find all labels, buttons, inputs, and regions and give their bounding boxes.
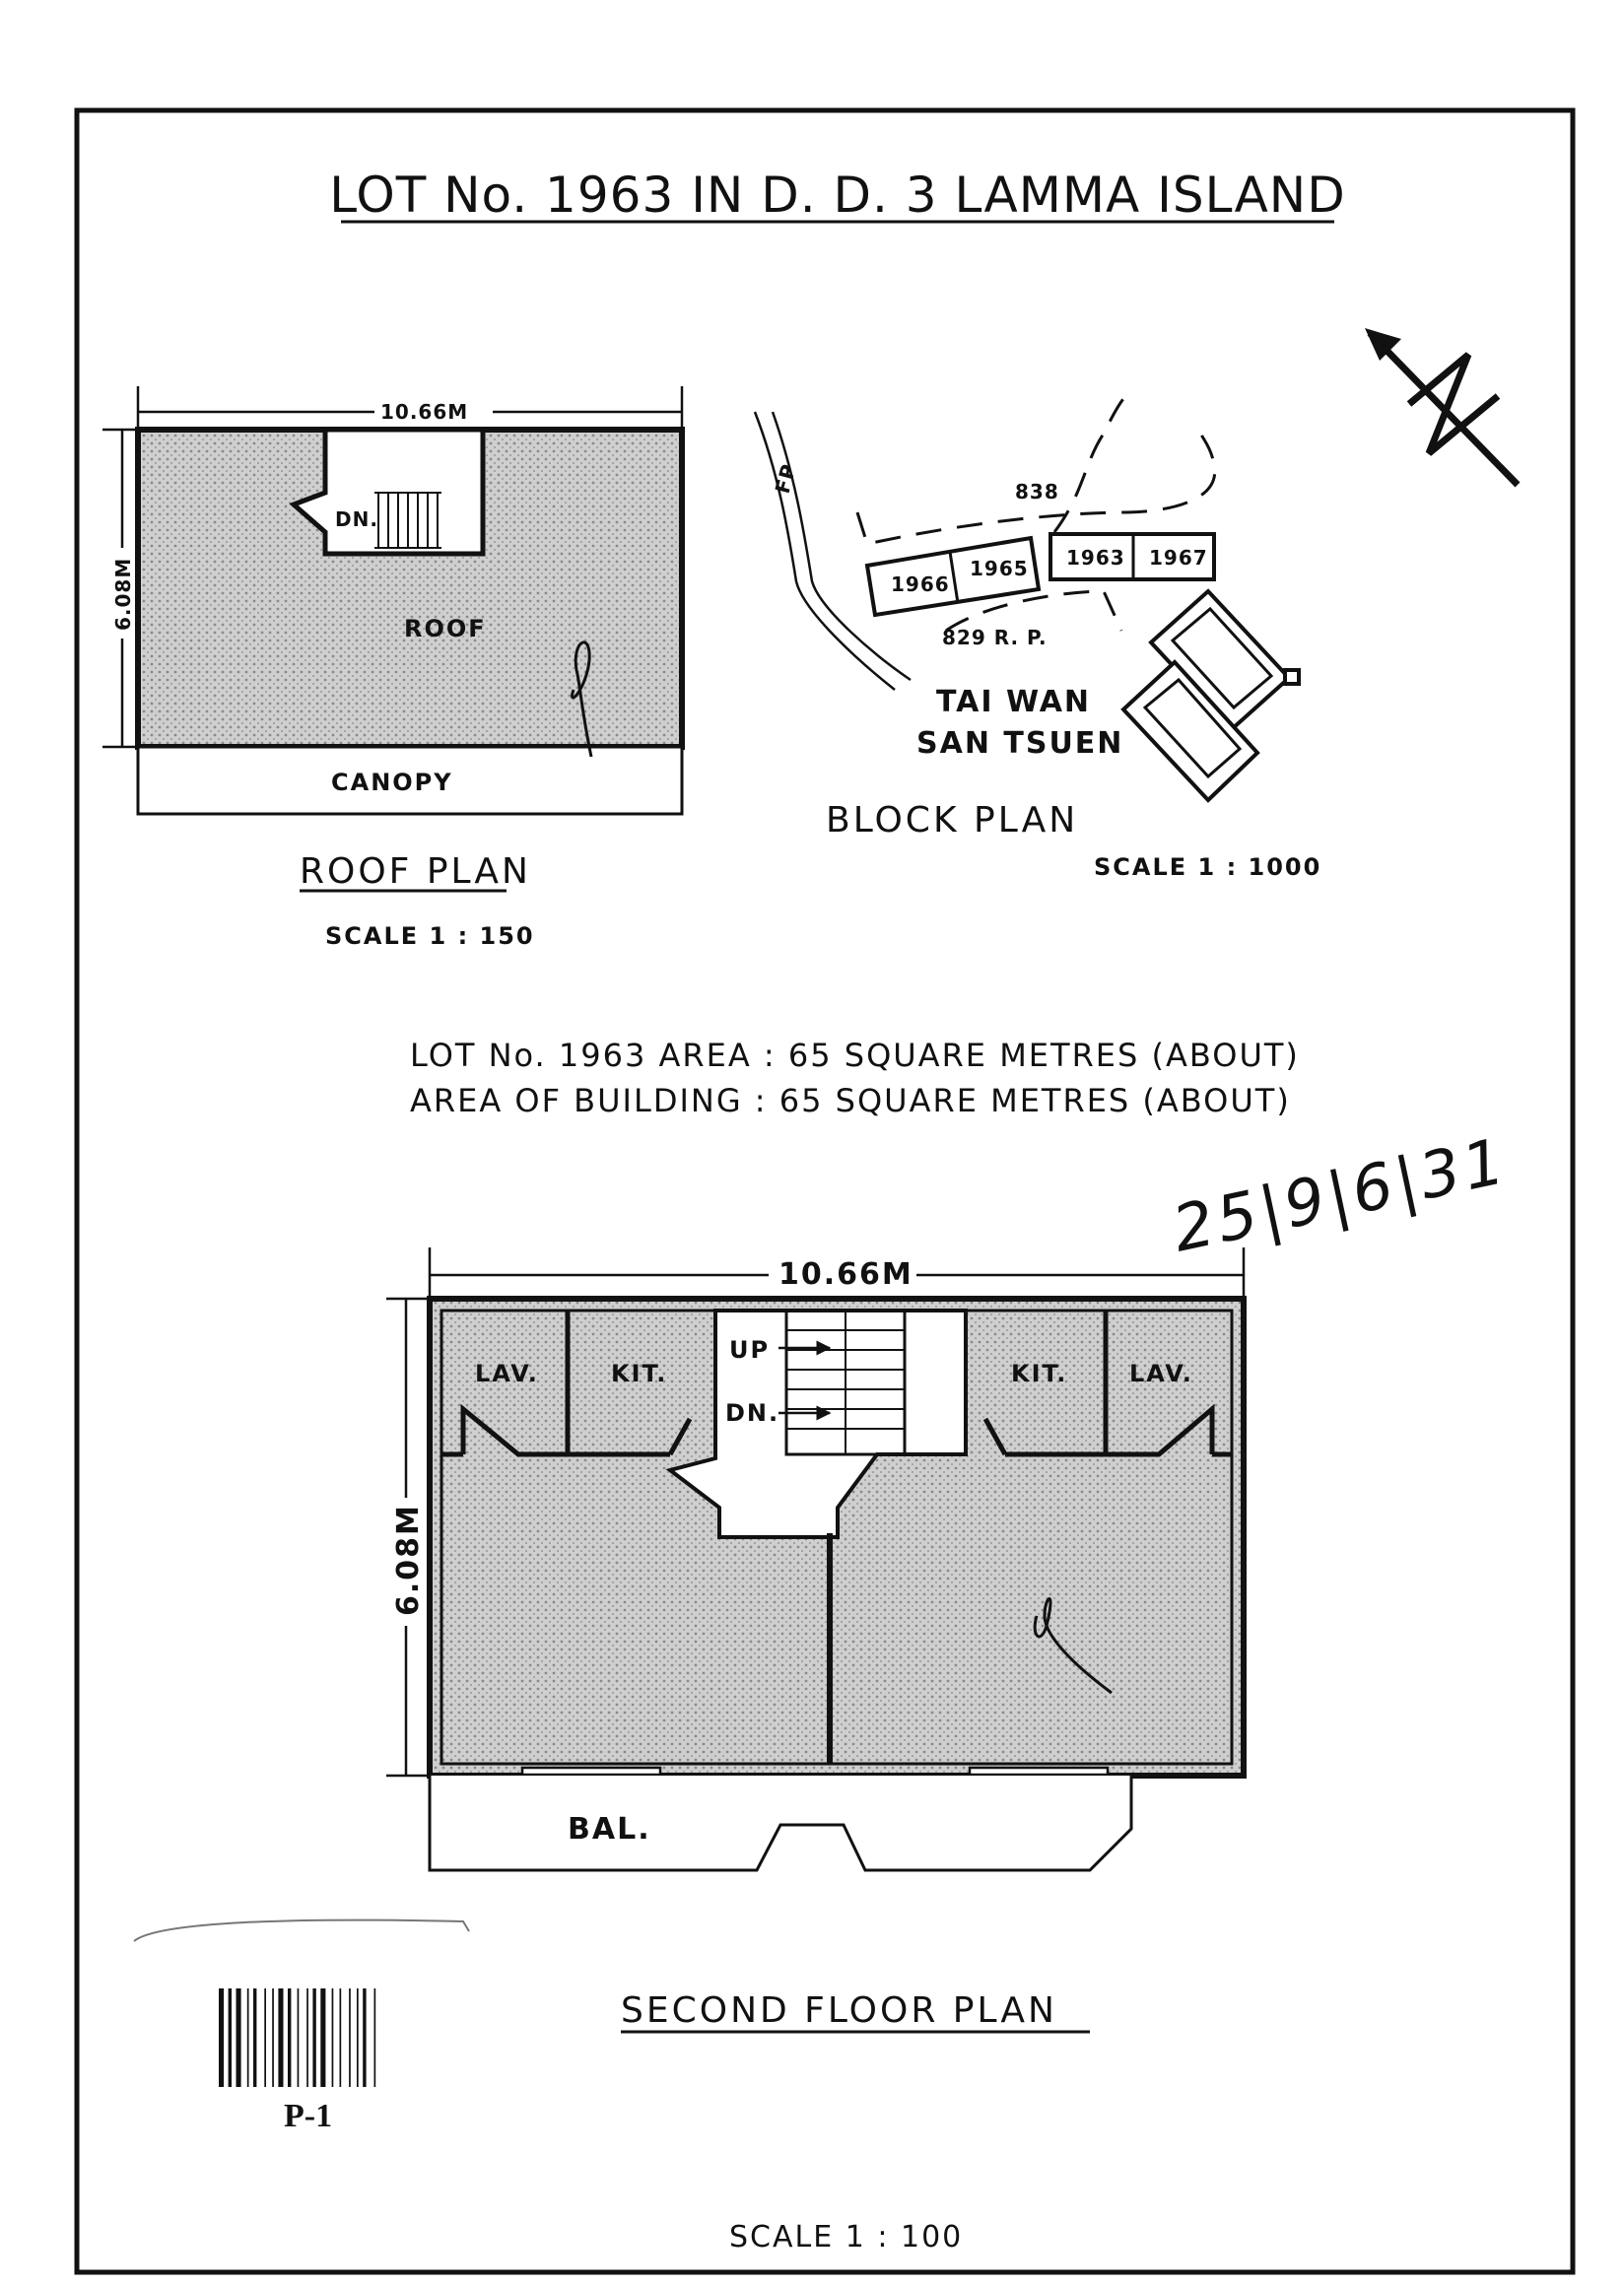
block-plan: FP 838 1966 1965 1963 1967 829 R. P. TAI…	[753, 388, 1321, 881]
drawing-title: LOT No. 1963 IN D. D. 3 LAMMA ISLAND	[329, 167, 1345, 224]
lot-1966-label: 1966	[891, 572, 950, 596]
second-floor-plan-scale: SCALE 1 : 100	[729, 2220, 963, 2254]
roof-plan: DN. ROOF CANOPY 10.66M 6.08M ROOF PLAN S…	[102, 386, 685, 950]
roof-width-dimension: 10.66M	[380, 400, 468, 424]
lot-1965-label: 1965	[970, 557, 1029, 580]
handwritten-date: 25|9|6|31	[1167, 1125, 1515, 1267]
kit-right-label: KIT.	[1011, 1360, 1067, 1387]
village-name-line2: SAN TSUEN	[916, 726, 1123, 761]
kit-left-label: KIT.	[611, 1360, 667, 1387]
paper-fold-mark	[133, 1918, 470, 1942]
balcony	[428, 1776, 1133, 1872]
lot-829-outline	[945, 589, 1123, 633]
canopy	[136, 745, 684, 816]
footpath-line-b	[771, 411, 912, 682]
second-floor-plan-heading: SECOND FLOOR PLAN	[621, 1990, 1057, 2031]
stair-hall	[665, 1309, 968, 1539]
lot-838-label: 838	[1015, 480, 1059, 504]
floor-depth-dimension: 6.08M	[391, 1504, 426, 1616]
block-plan-scale: SCALE 1 : 1000	[1094, 853, 1321, 881]
lav-left-label: LAV.	[475, 1360, 539, 1387]
stair-dn-label: DN.	[725, 1399, 779, 1427]
floor-stair-treads	[784, 1309, 907, 1456]
balcony-label: BAL.	[568, 1812, 651, 1847]
canopy-label: CANOPY	[331, 769, 453, 796]
roof-label: ROOF	[404, 615, 487, 642]
north-arrow-icon	[1365, 328, 1521, 488]
floor-width-dimension: 10.66M	[778, 1257, 914, 1292]
room-partitions	[441, 1311, 1232, 1457]
lot-829-label: 829 R. P.	[942, 626, 1048, 649]
roof-depth-dimension: 6.08M	[111, 558, 135, 631]
roof-plan-heading: ROOF PLAN	[300, 851, 531, 892]
sheet-border	[74, 107, 1576, 2275]
roof-signature-mark	[571, 640, 593, 758]
second-floor-plan: LAV. KIT. UP DN. KIT. LAV. BAL. 10.66M 6…	[386, 1247, 1247, 2254]
building-area-text: AREA OF BUILDING : 65 SQUARE METRES (ABO…	[410, 1082, 1291, 1119]
roof-stair-treads	[374, 492, 441, 549]
block-plan-heading: BLOCK PLAN	[826, 800, 1078, 841]
lav-right-label: LAV.	[1129, 1360, 1193, 1387]
barcode-label: P-1	[284, 2098, 332, 2134]
stair-up-label: UP	[729, 1336, 770, 1364]
lot-1967-label: 1967	[1149, 546, 1208, 570]
village-name-line1: TAI WAN	[936, 685, 1091, 719]
roof-stair-dn-label: DN.	[335, 507, 378, 531]
footpath-line-a	[753, 411, 896, 691]
barcode-icon	[219, 1988, 376, 2087]
lot-area-text: LOT No. 1963 AREA : 65 SQUARE METRES (AB…	[410, 1037, 1300, 1074]
lot-1963-label: 1963	[1066, 546, 1125, 570]
lot-838-outline	[855, 388, 1217, 546]
roof-plan-scale: SCALE 1 : 150	[325, 922, 535, 950]
floor-signature-mark	[1033, 1597, 1113, 1695]
village-houses	[1120, 588, 1301, 803]
